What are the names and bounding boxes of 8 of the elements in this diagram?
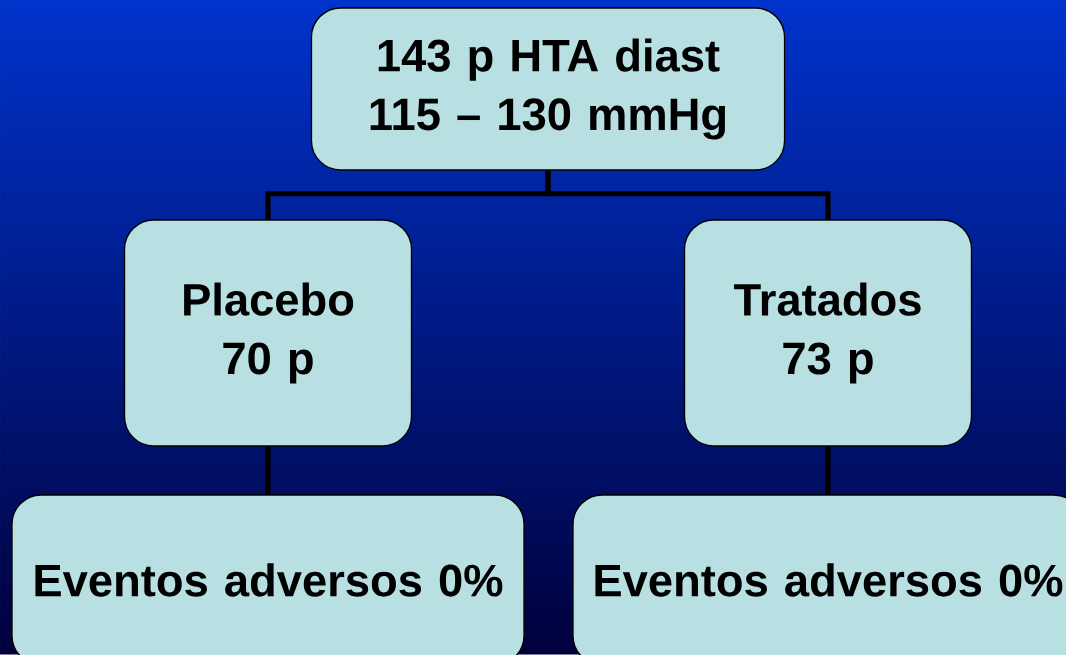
process-box: Tratados 73 p xyxy=(683,219,973,447)
process-box: Eventos adversos 0% xyxy=(11,494,525,655)
process-box: Eventos adversos 0% xyxy=(572,494,1066,655)
process-box: 143 p HTA diast 115 – 130 mmHg xyxy=(310,7,786,171)
connector-line xyxy=(545,170,831,220)
connector-line xyxy=(265,446,271,495)
process-box: Placebo 70 p xyxy=(123,219,413,447)
connector-line xyxy=(825,446,831,495)
